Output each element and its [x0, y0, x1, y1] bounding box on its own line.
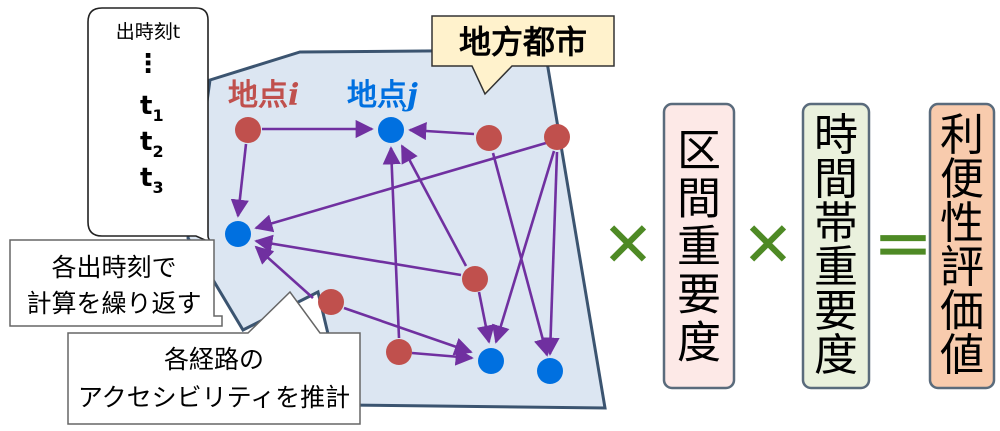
repeat-callout-line2: 計算を繰り返す: [26, 289, 201, 318]
dest-node: [478, 348, 504, 374]
multiply-operator-2: ✕: [742, 208, 794, 281]
origin-node-i: [235, 117, 261, 143]
vertical-char: 度: [814, 330, 858, 381]
origin-node: [318, 289, 344, 315]
departure-time-box: [87, 7, 215, 245]
route-arrow: [382, 146, 401, 339]
vertical-char: 要: [814, 286, 858, 337]
equals-operator: ＝: [873, 213, 933, 283]
vertical-char: 間: [814, 154, 858, 205]
repeat-callout-box: [9, 239, 223, 327]
departure-time-t2: t2: [140, 127, 164, 161]
vertical-char: 重: [677, 221, 721, 272]
route-arrow: [411, 347, 474, 366]
vertical-char: 時: [814, 110, 858, 161]
region-label-callout: [431, 15, 615, 96]
nodes: [225, 117, 570, 384]
route-arrow: [400, 144, 468, 267]
t3-base: t: [140, 163, 152, 193]
route-arrow: [343, 306, 473, 356]
route-callout-box: [67, 290, 361, 425]
vertical-char: 価: [940, 286, 984, 337]
dest-node: [225, 221, 251, 247]
route-arrow: [230, 143, 249, 218]
t3-sub: 3: [152, 178, 163, 197]
vertical-char: 度: [677, 317, 721, 368]
t1-sub: 1: [152, 106, 163, 125]
vertical-char: 便: [940, 154, 984, 205]
time-slot-importance-label: 時間帯重要度: [814, 110, 858, 381]
point-j-label: 地点j: [347, 78, 418, 113]
vertical-char: 要: [677, 269, 721, 320]
vertical-char: 評: [940, 242, 984, 293]
t2-base: t: [140, 127, 152, 157]
vertical-char: 性: [940, 198, 984, 249]
origin-node: [386, 339, 412, 365]
point-i-var: i: [288, 78, 299, 113]
convenience-score-label: 利便性評価値: [940, 110, 984, 381]
region-label: 地方都市: [459, 23, 587, 61]
dest-node-j: [378, 117, 404, 143]
route-callout-line1: 各経路の: [164, 345, 264, 374]
route-arrow: [254, 245, 314, 299]
origin-node: [476, 125, 502, 151]
vertical-char: 区: [677, 125, 721, 176]
origin-node: [544, 124, 570, 150]
route-arrow: [254, 141, 547, 233]
departure-time-ellipsis: ⋮: [135, 49, 161, 79]
route-arrow: [491, 152, 552, 357]
route-callout-line2: アクセシビリティを推計: [78, 383, 350, 412]
departure-time-t3: t3: [140, 163, 164, 197]
time-slot-importance-box: [801, 102, 871, 390]
multiply-operator-1: ✕: [602, 208, 654, 281]
route-arrow: [254, 234, 462, 277]
vertical-char: 値: [940, 330, 984, 381]
convenience-score-box: [928, 102, 996, 390]
point-i-prefix: 地点: [228, 78, 288, 113]
dest-node: [537, 358, 563, 384]
vertical-char: 利: [940, 110, 984, 161]
vertical-char: 重: [814, 242, 858, 293]
segment-importance-label: 区間重要度: [677, 125, 721, 368]
point-i-label: 地点i: [228, 78, 299, 113]
route-arrow: [492, 150, 556, 344]
route-arrow: [476, 291, 495, 344]
origin-node: [462, 266, 488, 292]
t2-sub: 2: [152, 142, 163, 161]
route-arrow: [408, 121, 475, 141]
vertical-char: 間: [677, 173, 721, 224]
repeat-callout-line1: 各出時刻で: [51, 253, 176, 282]
segment-importance-box: [662, 102, 736, 390]
departure-time-t1: t1: [140, 91, 164, 125]
departure-time-header: 出時刻t: [116, 21, 180, 43]
point-j-prefix: 地点: [347, 78, 407, 113]
route-arrow: [541, 151, 560, 356]
t1-base: t: [140, 91, 152, 121]
vertical-char: 帯: [814, 198, 858, 249]
route-arrows: [230, 119, 560, 366]
